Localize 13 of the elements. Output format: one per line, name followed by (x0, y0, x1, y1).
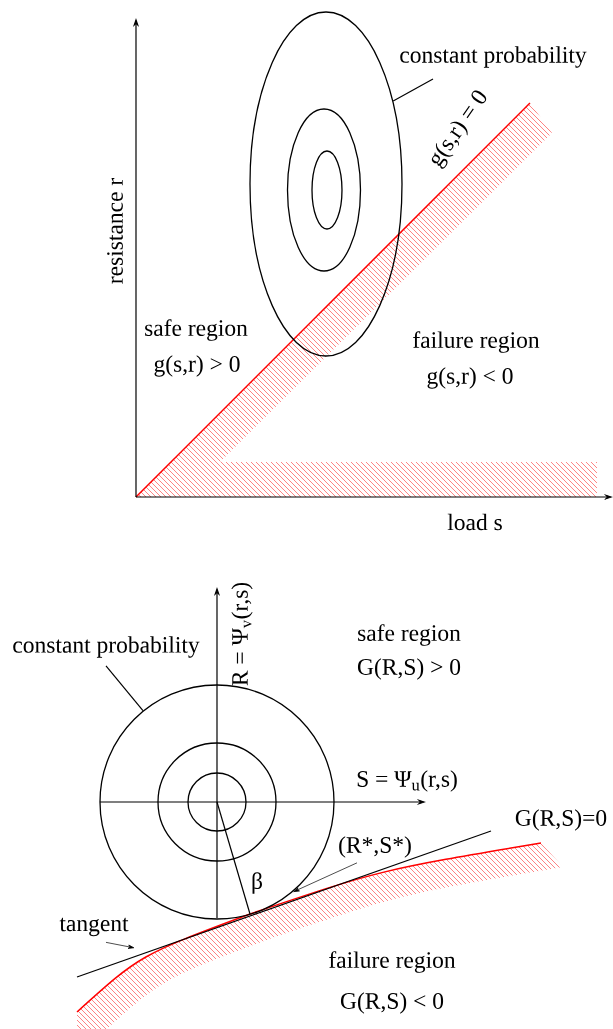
leader-line (392, 78, 434, 102)
boundary-label: G(R,S)=0 (515, 809, 607, 831)
axis-label: load s (447, 513, 502, 531)
condition-label: G(R,S) > 0 (357, 658, 461, 680)
axis-label: S = Ψ$_{u}$(r,s) (357, 770, 457, 792)
contour-circle (187, 772, 247, 832)
leader-line (105, 665, 144, 712)
axis-label: resistance r (107, 178, 123, 284)
axis-label: R = Ψ$_{v}$(r,s) (231, 582, 253, 686)
contour-circle (157, 742, 277, 862)
callout-text: constant probability (400, 46, 587, 68)
callout-text: constant probability (13, 636, 200, 658)
region-label: safe region (358, 624, 461, 646)
